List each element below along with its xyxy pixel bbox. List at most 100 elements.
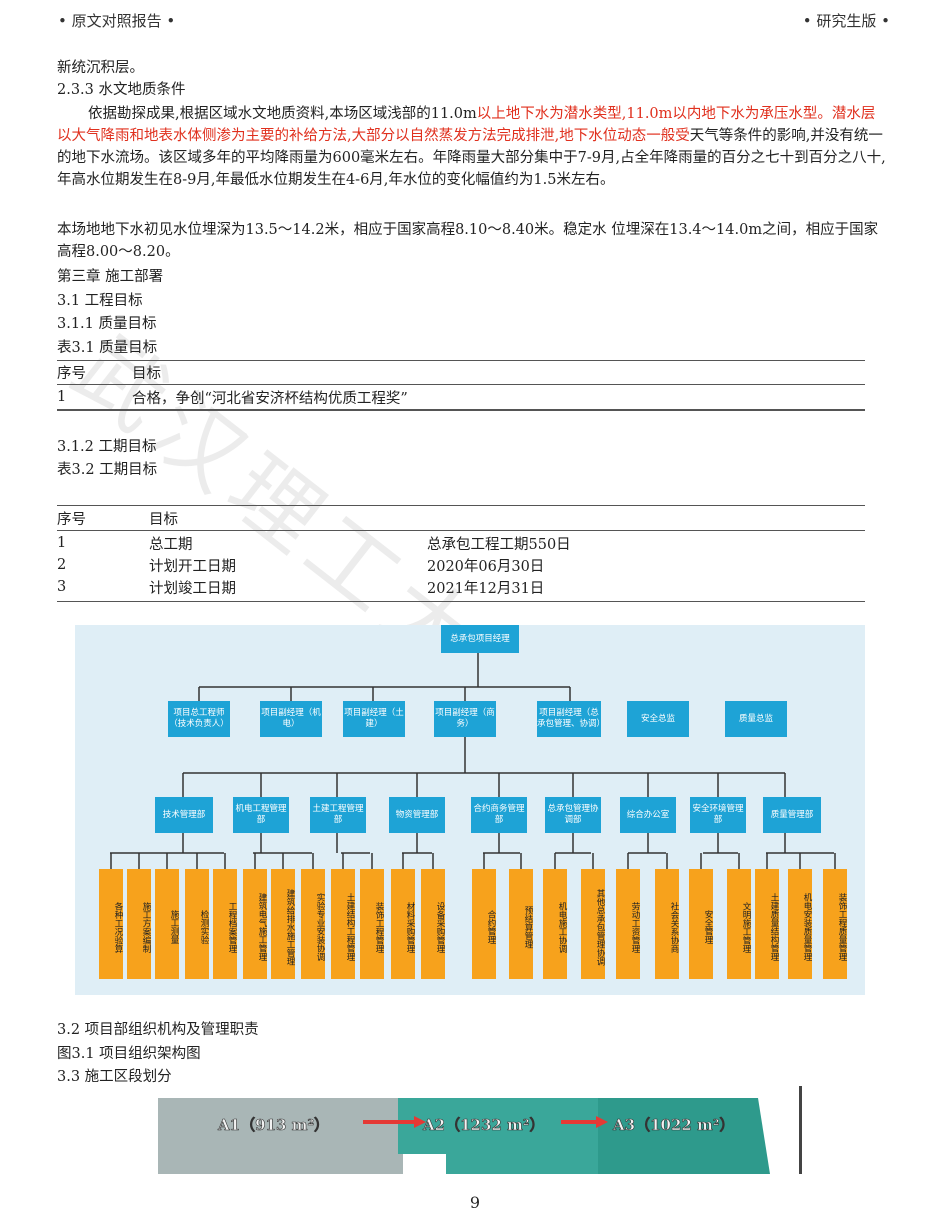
section-heading: 3.2 项目部组织机构及管理职责 xyxy=(57,1022,259,1038)
org-task-box: 其他总承包管理协调 xyxy=(581,869,605,979)
org-node-deputy-commercial: 项目副经理（商务） xyxy=(434,701,496,737)
section-heading: 2.3.3 水文地质条件 xyxy=(57,82,186,98)
paragraph-text: 依据勘探成果,根据区域水文地质资料,本场区域浅部的11.0m xyxy=(88,106,477,122)
table-header-row: 序号 目标 xyxy=(57,361,865,383)
paragraph-text: 天气等条件的影响,并没有统一的地下水流场。该区域多年的平均降雨量为600毫米左右… xyxy=(57,128,886,188)
table-rule xyxy=(57,360,865,361)
org-dept-safety-env: 安全环境管理部 xyxy=(690,797,746,833)
section-heading: 3.3 施工区段划分 xyxy=(57,1069,172,1085)
org-chart: 总承包项目经理 项目总工程师（技术负责人） 项目副经理（机电） 项目副经理（土建… xyxy=(75,625,865,995)
org-dept-technical: 技术管理部 xyxy=(155,797,213,833)
table-cell: 1 xyxy=(57,389,67,405)
org-node-chief-engineer: 项目总工程师（技术负责人） xyxy=(168,701,230,737)
zone-a1-area xyxy=(158,1098,403,1174)
quality-target-table: 序号 目标 xyxy=(57,361,865,383)
page-number: 9 xyxy=(469,1193,481,1212)
table-rule xyxy=(57,384,865,385)
paragraph-water-level: 本场地地下水初见水位埋深为13.5～14.2米，相应于国家高程8.10～8.40… xyxy=(57,222,879,260)
construction-zone-map: A1（913 m²） A2（1232 m²） A3（1022 m²） xyxy=(158,1094,770,1174)
table-cell: 计划竣工日期 xyxy=(149,580,236,597)
table-cell: 计划开工日期 xyxy=(149,558,236,575)
zone-a3-area xyxy=(598,1098,770,1174)
org-task-box: 社会关系协商 xyxy=(655,869,679,979)
org-task-box: 劳动工资管理 xyxy=(616,869,640,979)
org-task-box: 合约管理 xyxy=(472,869,496,979)
org-task-box: 预结算管理 xyxy=(509,869,533,979)
zone-map-graphic xyxy=(158,1098,770,1174)
table-cell: 合格，争创“河北省安济杯结构优质工程奖” xyxy=(132,390,408,407)
table-rule xyxy=(57,409,865,411)
org-node-quality-director: 质量总监 xyxy=(725,701,787,737)
arrow-head xyxy=(414,1116,426,1128)
table-header-cell: 目标 xyxy=(149,511,178,528)
paragraph-hydrology: 依据勘探成果,根据区域水文地质资料,本场区域浅部的11.0m以上地下水为潜水类型… xyxy=(57,103,887,191)
table-rule xyxy=(57,530,865,531)
table-row: 1 总工期 总承包工程工期550日 xyxy=(57,532,865,554)
table-caption: 表3.1 质量目标 xyxy=(57,340,158,356)
org-node-deputy-mep: 项目副经理（机电） xyxy=(260,701,322,737)
org-task-box: 检测实验 xyxy=(185,869,209,979)
table-header-cell: 序号 xyxy=(57,365,86,382)
org-dept-contracts: 合约商务管理部 xyxy=(471,797,527,833)
table-row: 1 合格，争创“河北省安济杯结构优质工程奖” xyxy=(57,386,865,408)
text-line: 新统沉积层。 xyxy=(57,60,144,76)
org-task-box: 机电安装质量管理 xyxy=(788,869,812,979)
table-cell: 2 xyxy=(57,557,67,573)
org-task-box: 安全管理 xyxy=(689,869,713,979)
section-heading: 3.1 工程目标 xyxy=(57,293,143,309)
schedule-target-table: 序号 目标 xyxy=(57,507,865,529)
org-dept-quality: 质量管理部 xyxy=(763,797,821,833)
org-task-box: 工程档案管理 xyxy=(213,869,237,979)
table-row: 3 计划竣工日期 2021年12月31日 xyxy=(57,576,865,598)
org-node-deputy-civil: 项目副经理（土建） xyxy=(343,701,405,737)
table-rule xyxy=(57,505,865,506)
org-task-box: 各种工况验算 xyxy=(99,869,123,979)
org-task-box: 材料采购管理 xyxy=(391,869,415,979)
org-dept-civil: 土建工程管理部 xyxy=(310,797,366,833)
quality-target-table-body: 1 合格，争创“河北省安济杯结构优质工程奖” xyxy=(57,386,865,408)
table-header-cell xyxy=(427,507,865,529)
org-task-box: 建筑给排水施工管理 xyxy=(271,869,295,979)
org-chart-connectors xyxy=(110,653,836,869)
schedule-target-table-body: 1 总工期 总承包工程工期550日 2 计划开工日期 2020年06月30日 3… xyxy=(57,532,865,598)
table-cell: 3 xyxy=(57,579,67,595)
org-task-box: 施工方案编制 xyxy=(127,869,151,979)
zone-a2-area xyxy=(398,1098,603,1174)
header-left: • 原文对照报告 • xyxy=(58,12,176,30)
org-task-box: 土建质量结构管理 xyxy=(755,869,779,979)
zone-a2-label: A2（1232 m²） xyxy=(423,1116,545,1135)
highlighted-text: 以上地下水为潜水类型,11.0m以内地下水为承压水型。潜水层以大气降雨和地表水体… xyxy=(57,106,876,144)
org-task-box: 装饰工程质量管理 xyxy=(823,869,847,979)
org-dept-materials: 物资管理部 xyxy=(389,797,445,833)
figure-caption: 图3.1 项目组织架构图 xyxy=(57,1046,201,1062)
table-cell: 总工期 xyxy=(149,536,193,553)
org-node-deputy-coordination: 项目副经理（总承包管理、协调） xyxy=(537,701,605,737)
org-task-box: 机电施工协调 xyxy=(543,869,567,979)
header-right: • 研究生版 • xyxy=(802,12,890,30)
chapter-heading: 第三章 施工部署 xyxy=(57,269,164,285)
org-dept-coordination: 总承包管理协调部 xyxy=(545,797,601,833)
table-caption: 表3.2 工期目标 xyxy=(57,462,158,478)
org-task-box: 装饰工程管理 xyxy=(360,869,384,979)
org-task-box: 施工测量 xyxy=(155,869,179,979)
table-cell: 2020年06月30日 xyxy=(427,558,545,575)
org-node-project-manager: 总承包项目经理 xyxy=(441,625,519,653)
org-task-box: 文明施工管理 xyxy=(727,869,751,979)
org-task-box: 实验专业安装协调 xyxy=(301,869,325,979)
table-rule xyxy=(57,601,865,602)
table-cell: 总承包工程工期550日 xyxy=(427,536,571,553)
org-task-box: 建筑电气施工管理 xyxy=(243,869,267,979)
table-cell: 2021年12月31日 xyxy=(427,580,545,597)
org-dept-mep: 机电工程管理部 xyxy=(233,797,289,833)
table-header-cell: 序号 xyxy=(57,511,86,528)
zone-a1-label: A1（913 m²） xyxy=(218,1116,330,1135)
map-border-line xyxy=(799,1086,802,1174)
table-header-row: 序号 目标 xyxy=(57,507,865,529)
org-task-box: 土建结构工程管理 xyxy=(331,869,355,979)
table-header-cell: 目标 xyxy=(132,365,161,382)
org-node-safety-director: 安全总监 xyxy=(627,701,689,737)
section-heading: 3.1.1 质量目标 xyxy=(57,316,157,332)
org-task-box: 设备采购管理 xyxy=(421,869,445,979)
org-dept-office: 综合办公室 xyxy=(620,797,676,833)
table-cell: 1 xyxy=(57,535,67,551)
